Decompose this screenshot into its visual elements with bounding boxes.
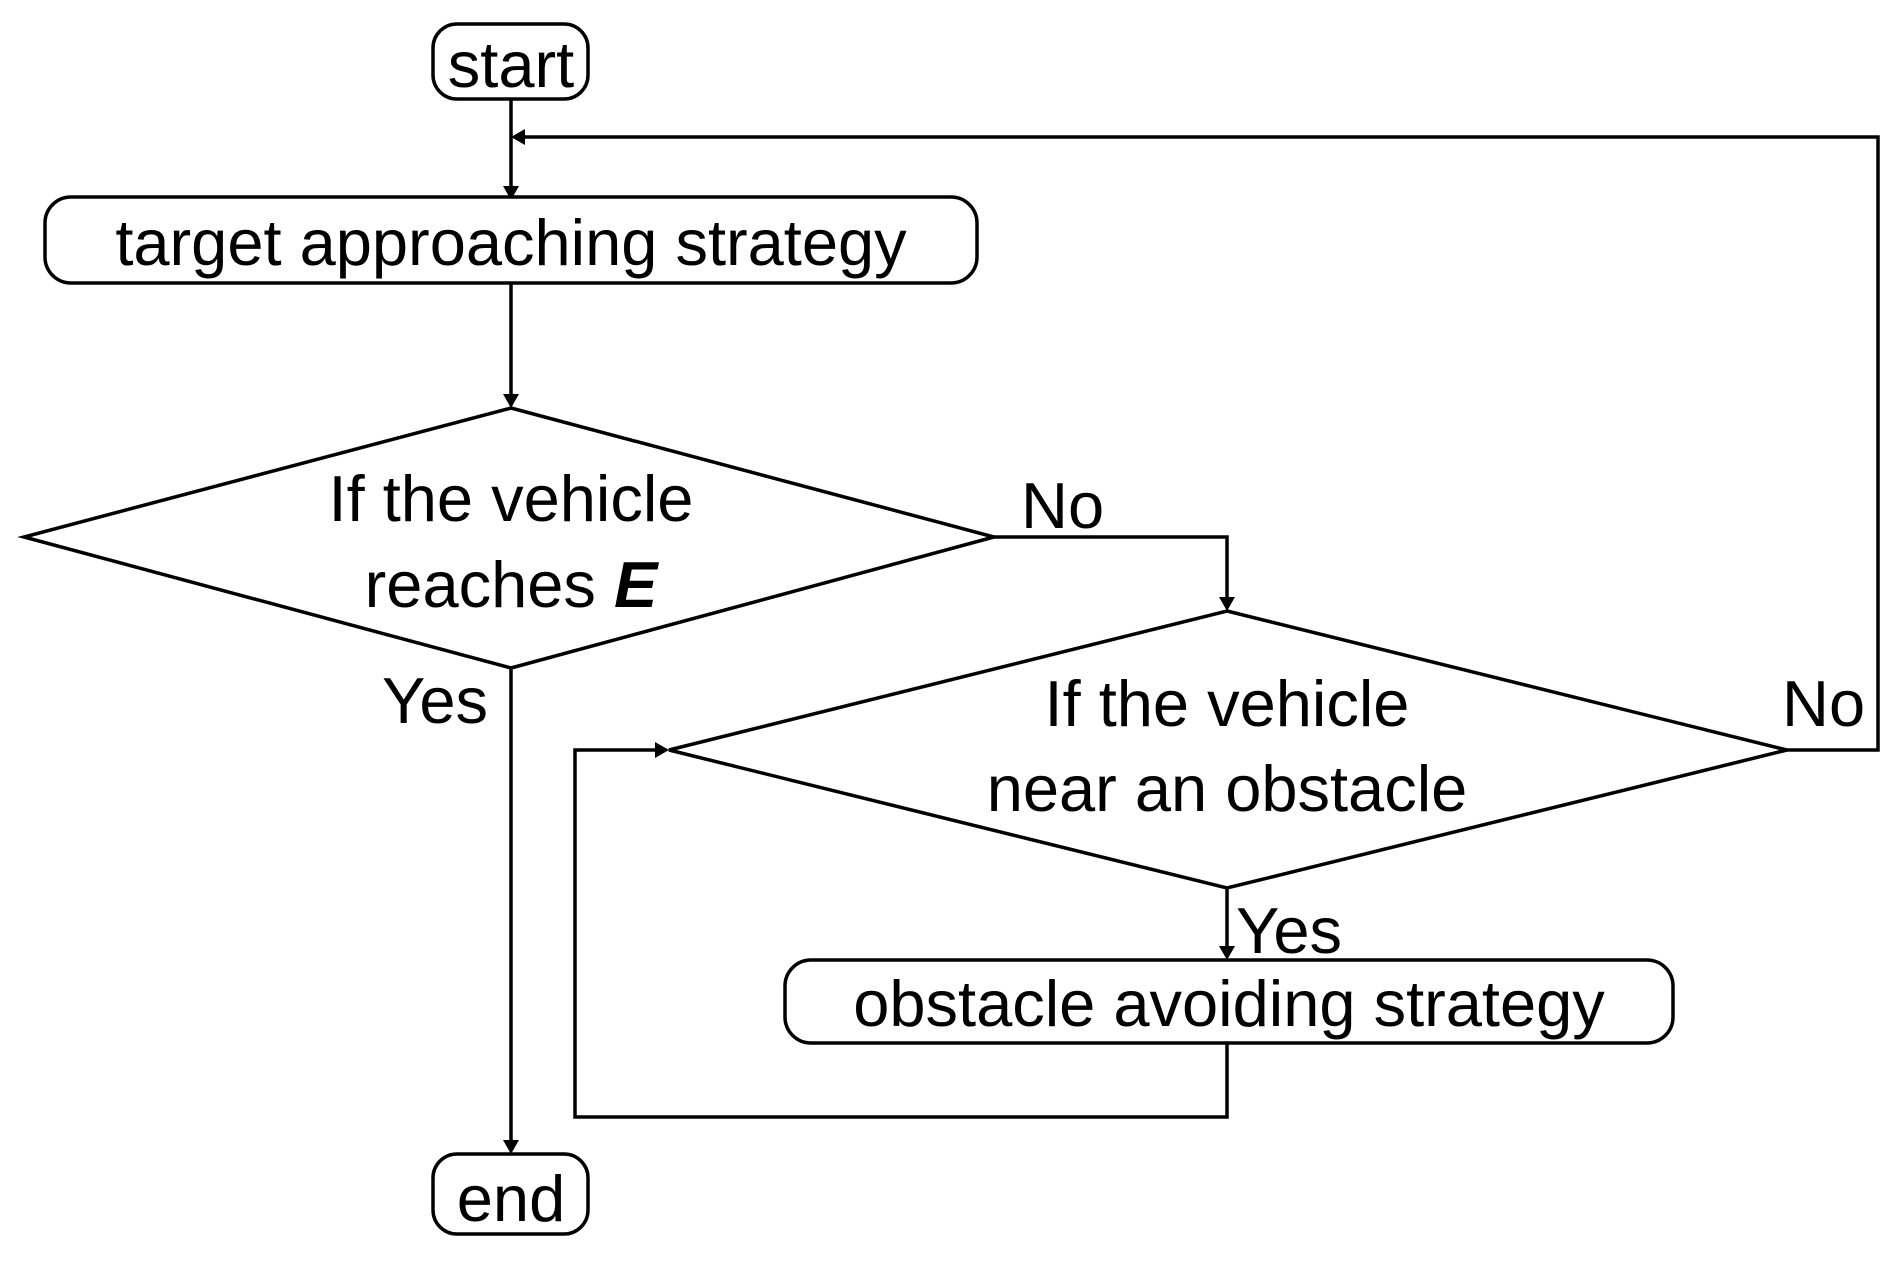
obstacle-strategy-label: obstacle avoiding strategy <box>853 967 1605 1040</box>
decision-reaches-e: If the vehicle reaches E <box>17 406 1001 670</box>
decision-near-obstacle-diamond <box>668 609 1788 890</box>
decision-reaches-e-text: reaches <box>365 548 614 621</box>
end-label: end <box>457 1162 565 1235</box>
decision-near-obstacle: If the vehicle near an obstacle <box>668 609 1788 890</box>
arrowhead-into-d2 <box>1219 597 1235 611</box>
d2-yes-label: Yes <box>1236 894 1342 967</box>
d1-no-label: No <box>1021 469 1104 542</box>
connectors <box>503 99 1880 1154</box>
arrowhead-into-d2-left <box>655 742 669 758</box>
target-strategy-box <box>43 195 979 285</box>
start-node: start <box>431 22 590 101</box>
start-label: start <box>448 28 574 101</box>
arrowhead-into-d1 <box>503 394 519 408</box>
decision-reaches-e-line2: reaches E <box>365 548 659 621</box>
arrowhead-into-target <box>503 186 519 200</box>
decision-near-obstacle-line1: If the vehicle <box>1045 667 1410 740</box>
decision-reaches-e-diamond <box>17 406 1001 670</box>
connector-d1-no <box>994 535 1229 597</box>
arrowhead-into-obstacle <box>1219 946 1235 960</box>
start-box <box>431 22 590 101</box>
end-node: end <box>431 1152 590 1236</box>
decision-reaches-e-variable: E <box>614 548 659 621</box>
decision-reaches-e-line1: If the vehicle <box>329 462 694 535</box>
target-strategy-node: target approaching strategy <box>43 195 979 285</box>
decision-near-obstacle-line2: near an obstacle <box>987 752 1468 825</box>
obstacle-strategy-node: obstacle avoiding strategy <box>783 958 1675 1045</box>
end-box <box>431 1152 590 1236</box>
obstacle-strategy-box <box>783 958 1675 1045</box>
d1-yes-label: Yes <box>382 664 488 737</box>
arrowhead-into-end <box>503 1140 519 1154</box>
target-strategy-label: target approaching strategy <box>115 206 907 279</box>
connector-obstacle-loop <box>573 748 1229 1119</box>
d2-no-label: No <box>1782 667 1865 740</box>
connector-d2-no-loop <box>525 135 1880 752</box>
arrowhead-loop-back <box>511 129 525 145</box>
